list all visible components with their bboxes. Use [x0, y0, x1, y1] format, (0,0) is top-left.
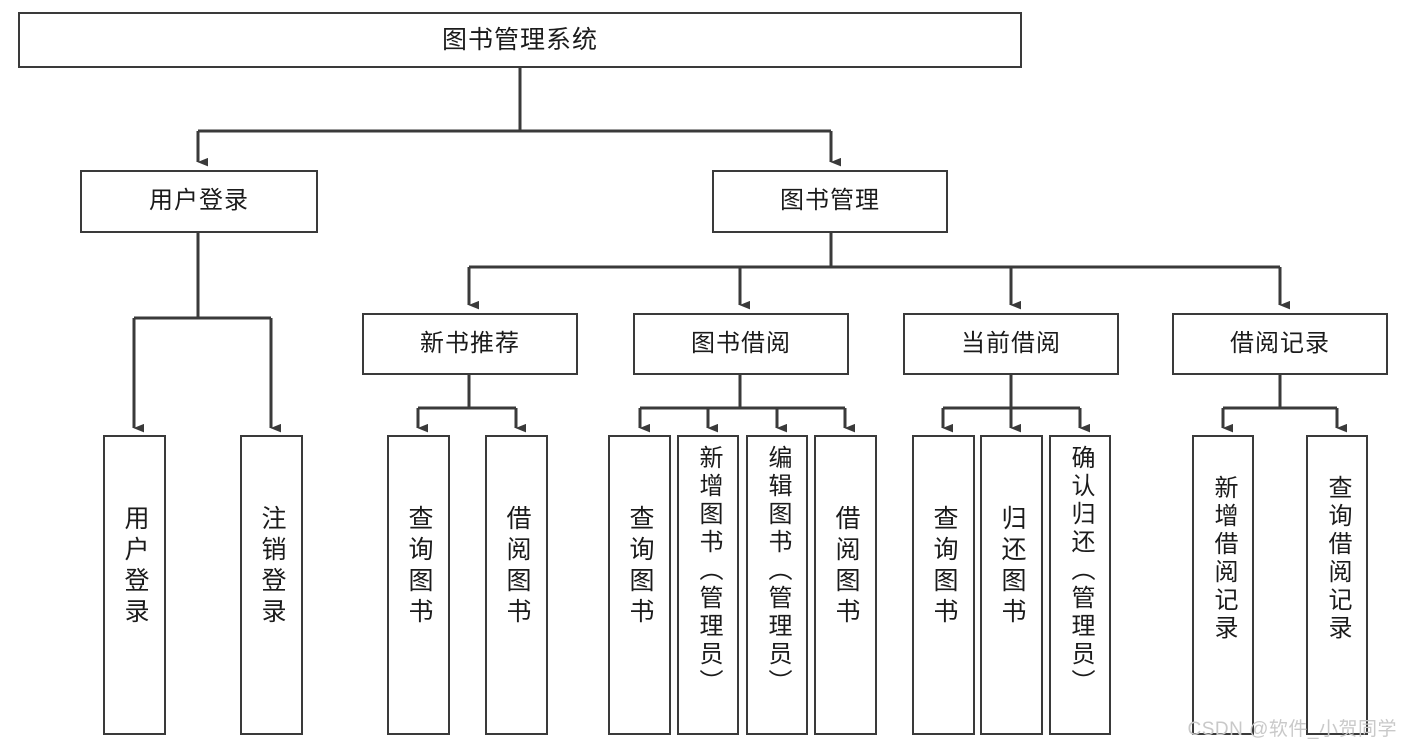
- leaf-user-login[interactable]: 用户登录: [103, 435, 166, 735]
- leaf-return-book[interactable]: 归还图书: [980, 435, 1043, 735]
- leaf-query-book-recommend[interactable]: 查询图书: [387, 435, 450, 735]
- leaf-query-book-borrow[interactable]: 查询图书: [608, 435, 671, 735]
- leaf-borrow-book[interactable]: 借阅图书: [814, 435, 877, 735]
- node-book-management[interactable]: 图书管理: [712, 170, 948, 233]
- node-user-login[interactable]: 用户登录: [80, 170, 318, 233]
- leaf-add-book-admin[interactable]: 新增图书（管理员）: [677, 435, 739, 735]
- node-label: 编辑图书（管理员）: [764, 445, 791, 697]
- watermark: CSDN @软件_小贺同学: [1187, 719, 1397, 740]
- node-label: 借阅图书: [832, 505, 860, 629]
- node-label: 新增图书（管理员）: [695, 445, 722, 697]
- node-new-book-recommend[interactable]: 新书推荐: [362, 313, 578, 375]
- node-label: 借阅记录: [1230, 329, 1330, 357]
- node-label: 新增借阅记录: [1210, 475, 1237, 643]
- node-label: 图书管理: [780, 187, 880, 215]
- node-label: 查询图书: [405, 505, 433, 629]
- leaf-query-book-current[interactable]: 查询图书: [912, 435, 975, 735]
- leaf-borrow-book-recommend[interactable]: 借阅图书: [485, 435, 548, 735]
- node-label: 新书推荐: [420, 329, 520, 357]
- node-label: 查询图书: [626, 505, 654, 629]
- node-label: 图书管理系统: [441, 26, 598, 54]
- leaf-confirm-return-admin[interactable]: 确认归还（管理员）: [1049, 435, 1111, 735]
- leaf-add-borrow-record[interactable]: 新增借阅记录: [1192, 435, 1254, 735]
- node-label: 归还图书: [998, 505, 1026, 629]
- node-book-borrow[interactable]: 图书借阅: [633, 313, 849, 375]
- node-label: 当前借阅: [961, 329, 1061, 357]
- node-label: 确认归还（管理员）: [1067, 445, 1094, 697]
- node-label: 查询图书: [930, 505, 958, 629]
- node-current-borrow[interactable]: 当前借阅: [903, 313, 1119, 375]
- leaf-query-borrow-record[interactable]: 查询借阅记录: [1306, 435, 1368, 735]
- node-label: 用户登录: [149, 187, 249, 215]
- node-label: 查询借阅记录: [1324, 475, 1351, 643]
- node-root-system[interactable]: 图书管理系统: [18, 12, 1022, 68]
- node-label: 注销登录: [258, 505, 286, 629]
- node-label: 用户登录: [121, 505, 149, 629]
- node-borrow-record[interactable]: 借阅记录: [1172, 313, 1388, 375]
- leaf-logout[interactable]: 注销登录: [240, 435, 303, 735]
- leaf-edit-book-admin[interactable]: 编辑图书（管理员）: [746, 435, 808, 735]
- node-label: 借阅图书: [503, 505, 531, 629]
- node-label: 图书借阅: [691, 329, 791, 357]
